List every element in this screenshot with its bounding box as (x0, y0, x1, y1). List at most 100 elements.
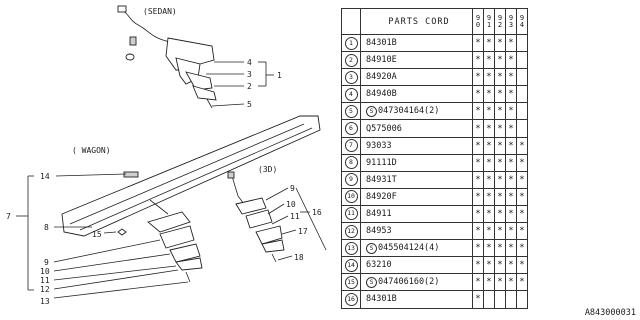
callout-11-3d: 11 (290, 212, 300, 221)
year-mark (516, 68, 528, 87)
row-index: 15 (344, 275, 358, 289)
year-mark: * (505, 85, 517, 104)
part-code: Q575006 (366, 123, 402, 134)
part-code: 84953 (366, 226, 392, 237)
year-mark: * (505, 68, 517, 87)
callout-9: 9 (44, 258, 49, 267)
parts-cord-header: PARTS CORD (360, 8, 473, 35)
year-mark: * (494, 85, 506, 104)
lamp-lens-3d (255, 225, 283, 245)
year-mark: * (516, 153, 528, 172)
callout-9-3d: 9 (290, 184, 295, 193)
row-index: 9 (344, 173, 358, 187)
year-mark: * (472, 136, 484, 155)
year-mark: * (494, 222, 506, 241)
part-code: 84920F (366, 191, 397, 202)
part-code: 047406160(2) (378, 276, 440, 287)
part-code: 93033 (366, 140, 392, 151)
year-mark: * (494, 51, 506, 70)
lamp-housing-wagon (147, 211, 191, 233)
year-mark: * (472, 153, 484, 172)
row-index: 11 (344, 207, 358, 221)
year-header: 93 (505, 8, 517, 35)
row-index: 10 (344, 190, 358, 204)
year-mark: * (494, 119, 506, 138)
year-mark: * (505, 204, 517, 224)
year-mark: * (516, 273, 528, 292)
year-mark: * (483, 204, 495, 224)
year-mark: * (483, 119, 495, 138)
year-mark: * (483, 222, 495, 241)
year-mark: * (472, 256, 484, 275)
year-mark (516, 102, 528, 121)
callout-15: 15 (92, 230, 102, 239)
wire-3d (231, 175, 245, 205)
year-header: 90 (472, 8, 484, 35)
screw-sedan (206, 98, 213, 109)
lamp-lens-sedan (185, 71, 213, 91)
year-mark: * (472, 68, 484, 87)
year-mark: * (505, 136, 517, 155)
year-mark: * (472, 170, 484, 189)
row-index: 2 (344, 53, 358, 67)
lamp-lens-wagon (169, 243, 201, 263)
year-mark: * (483, 273, 495, 292)
year-header: 94 (516, 8, 528, 35)
year-mark: * (472, 102, 484, 121)
year-mark: * (472, 204, 484, 224)
callout-4: 4 (247, 58, 252, 67)
callout-13: 13 (40, 297, 50, 306)
rear-garnish-wagon (61, 115, 321, 237)
year-mark: * (516, 136, 528, 155)
year-mark: * (516, 256, 528, 275)
lamp-bracket-sedan (192, 85, 217, 101)
year-mark (483, 290, 495, 309)
year-mark: * (472, 273, 484, 292)
callout-11: 11 (40, 276, 50, 285)
year-mark (494, 290, 506, 309)
year-mark: * (494, 136, 506, 155)
year-mark: * (494, 153, 506, 172)
year-mark: * (516, 187, 528, 206)
table-header-row: PARTS CORD 90 91 92 93 94 (341, 8, 528, 35)
standard-part-icon: S (366, 242, 377, 254)
year-header: 91 (483, 8, 495, 35)
year-mark: * (472, 33, 484, 53)
callout-10-3d: 10 (286, 200, 296, 209)
standard-part-icon: S (366, 276, 377, 288)
year-mark: * (494, 187, 506, 206)
nut-part-15 (117, 228, 127, 236)
lamp-bracket-wagon (175, 257, 203, 271)
year-mark: * (494, 102, 506, 121)
year-mark: * (472, 290, 484, 309)
year-mark: * (494, 204, 506, 224)
year-mark: * (516, 222, 528, 241)
bulb-socket (129, 36, 137, 46)
year-mark: * (483, 85, 495, 104)
callout-2: 2 (247, 82, 252, 91)
year-mark: * (505, 256, 517, 275)
year-mark: * (516, 239, 528, 258)
year-mark: * (505, 187, 517, 206)
row-index: 13 (344, 241, 358, 255)
callout-10: 10 (40, 267, 50, 276)
year-mark: * (483, 187, 495, 206)
part-code: 84910E (366, 55, 397, 66)
year-mark: * (483, 33, 495, 53)
callout-1: 1 (277, 71, 282, 80)
wire-harness (120, 9, 171, 43)
year-mark (516, 290, 528, 309)
lamp-bracket-3d (261, 239, 285, 253)
part-code: 91111D (366, 157, 397, 168)
year-mark: * (516, 170, 528, 189)
